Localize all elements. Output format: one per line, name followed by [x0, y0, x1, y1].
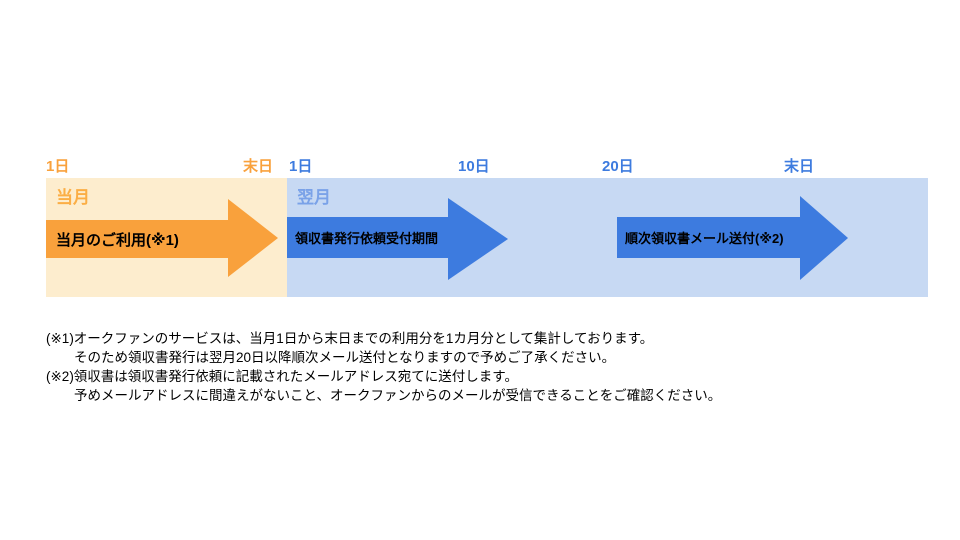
footnote-line-3: (※2)領収書は領収書発行依頼に記載されたメールアドレス宛てに送付します。	[46, 369, 518, 384]
receipt-request-period-arrow-body: 領収書発行依頼受付期間	[287, 217, 448, 258]
tick-next-month-day1: 1日	[289, 158, 313, 175]
receipt-mail-sending-arrow-head	[800, 196, 848, 280]
receipt-mail-sending-arrow-label: 順次領収書メール送付(※2)	[625, 231, 784, 246]
current-month-label: 当月	[56, 188, 90, 207]
footnote-line-1: (※1)オークファンのサービスは、当月1日から末日までの利用分を1カ月分として集…	[46, 331, 654, 346]
footnotes: (※1)オークファンのサービスは、当月1日から末日までの利用分を1カ月分として集…	[46, 329, 721, 405]
footnote-line-2: そのため領収書発行は翌月20日以降順次メール送付となりますので予めご了承ください…	[74, 350, 616, 365]
current-month-usage-arrow-label: 当月のご利用(※1)	[56, 231, 179, 249]
current-month-usage-arrow: 当月のご利用(※1)	[46, 199, 278, 277]
receipt-mail-sending-arrow: 順次領収書メール送付(※2)	[617, 196, 848, 280]
tick-current-month-day1: 1日	[46, 158, 70, 175]
tick-current-month-lastday: 末日	[243, 158, 274, 175]
receipt-request-period-arrow-label: 領収書発行依頼受付期間	[295, 231, 439, 246]
current-month-usage-arrow-body: 当月のご利用(※1)	[46, 220, 228, 258]
tick-next-month-lastday: 末日	[784, 158, 815, 175]
receipt-mail-sending-arrow-body: 順次領収書メール送付(※2)	[617, 217, 800, 258]
current-month-usage-arrow-head	[228, 199, 278, 277]
receipt-request-period-arrow-head	[448, 198, 508, 280]
tick-next-month-day20: 20日	[602, 158, 634, 175]
footnote-line-4: 予めメールアドレスに間違えがないこと、オークファンからのメールが受信できることを…	[74, 388, 722, 403]
tick-next-month-day10: 10日	[458, 158, 490, 175]
receipt-request-period-arrow: 領収書発行依頼受付期間	[287, 198, 508, 280]
next-month-label: 翌月	[297, 188, 331, 207]
